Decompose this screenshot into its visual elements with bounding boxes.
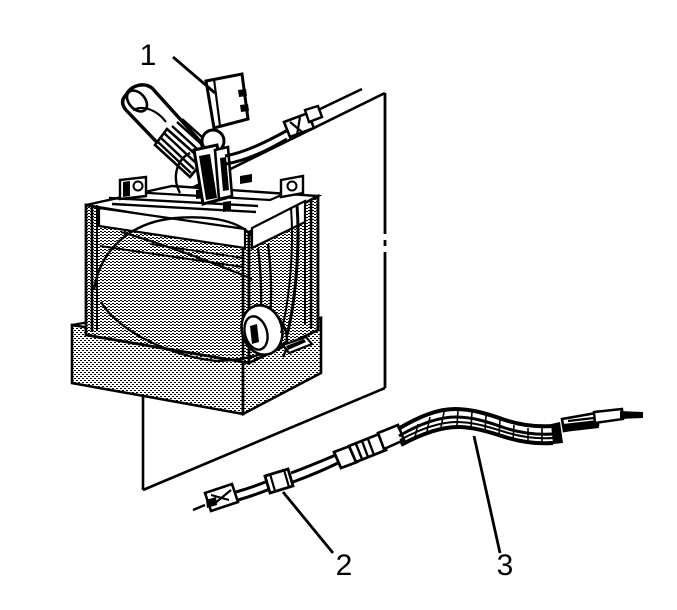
housing-top-rail-a [108, 196, 259, 208]
housing-top-rail-b [111, 202, 257, 214]
lever-wire-lead-lower [225, 137, 288, 166]
lever-knob-endcap [125, 89, 149, 113]
housing-front-divider-2 [149, 243, 244, 259]
lever-wire-lead-upper [224, 128, 289, 158]
cable-thin-segment-a2 [237, 487, 271, 502]
cable-conduit-top-edge [396, 406, 553, 431]
callout-3-label: 3 [497, 549, 514, 582]
cable-clevis-shadow [563, 420, 599, 432]
housing-foot-tab-shadow [286, 339, 306, 350]
housing-inner-contour-upper [92, 216, 253, 291]
harness-connector-rib-b [282, 469, 291, 488]
callout-1-label: 1 [140, 39, 157, 72]
housing-round-port-slot [250, 324, 259, 344]
lever-knob-highlight [132, 106, 167, 123]
lever-shaft-rod [204, 72, 250, 130]
lever-connector-tail-wire [317, 87, 363, 112]
callout-3-leader [472, 435, 502, 554]
cable-conduit-bottom-edge [400, 424, 554, 447]
housing-side-cable-outer [285, 204, 300, 336]
callout-1-leader [172, 55, 216, 95]
housing-left-bracket-dark [123, 181, 130, 197]
lever-bracket-dark-face [199, 154, 217, 200]
cable-grommet-sleeve [347, 432, 388, 464]
cable-left-terminal-pigtail [192, 503, 206, 512]
harness-connector [263, 467, 295, 495]
shift-control-cable-assembly [192, 406, 643, 513]
lever-return-loop [174, 151, 191, 194]
lever-blade-connector-x1 [289, 121, 303, 133]
cable-left-terminal-line-b [213, 489, 232, 505]
callout-2-label: 2 [336, 549, 353, 582]
cable-grommet-barrel [376, 423, 406, 451]
cable-thin-segment-b2 [292, 460, 341, 484]
cable-pin-collar [592, 407, 625, 425]
lever-blade-connector-x2 [295, 116, 302, 136]
lever-blade-connector-tip [303, 104, 324, 124]
cable-left-terminal-tab [206, 497, 217, 508]
shift-control-cable [396, 406, 554, 447]
callout-2-leader [281, 491, 335, 554]
housing-inner-contour-lower [100, 301, 217, 363]
lever-shaft-edge [212, 78, 222, 127]
lever-bracket-slot [220, 157, 229, 191]
cable-pin-tip [620, 411, 643, 419]
cable-left-terminal-line-a [210, 493, 230, 502]
housing-right-bracket-bolt [286, 180, 298, 192]
reference-plane-bottom-edge [142, 386, 386, 492]
callouts-layer: 1 2 3 [140, 39, 514, 582]
cable-ribbed-grommet [332, 423, 406, 470]
cable-end-ferrule [551, 422, 563, 444]
cable-clevis-slot [567, 416, 595, 423]
housing-port-collar-arc [276, 315, 289, 358]
housing-side-cable-inner [280, 206, 293, 334]
harness-connector-rib-a [268, 473, 277, 492]
cable-thin-segment-b [290, 452, 339, 475]
console-housing [70, 174, 323, 417]
cable-conduit-mid-b [399, 420, 554, 441]
lever-shaft-detent-b [240, 104, 249, 112]
housing-top-stud-2 [223, 201, 231, 212]
housing-upper-recess-band [97, 206, 247, 250]
housing-inner-contour-sweep [120, 230, 253, 281]
shift-lever-assembly [120, 72, 363, 206]
lever-shaft-detent-a [238, 89, 247, 97]
lever-ribbed-boot [153, 118, 213, 179]
housing-front-divider [99, 245, 244, 268]
housing-top-stud-3 [240, 174, 252, 184]
housing-left-bracket-bolt [132, 180, 144, 192]
